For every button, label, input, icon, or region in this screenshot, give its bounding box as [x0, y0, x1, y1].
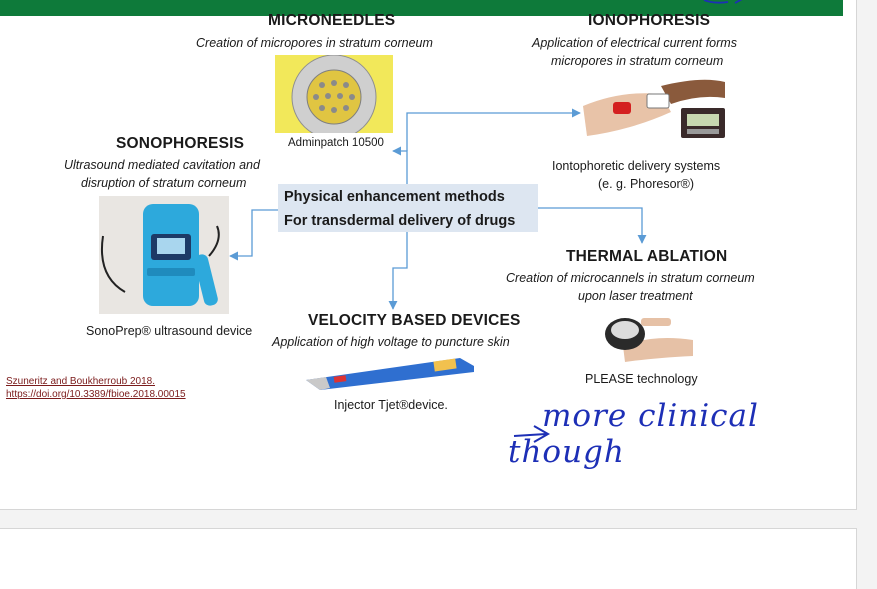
iontophoresis-caption-2: (e. g. Phoresor®)	[598, 177, 695, 191]
arrow-to-velocity	[388, 232, 408, 310]
connector-arrows	[229, 0, 743, 310]
handwritten-arrow	[513, 425, 551, 443]
arrow-to-iontophoresis	[406, 108, 581, 151]
sonophoresis-caption: SonoPrep® ultrasound device	[86, 324, 253, 338]
thermal-caption: PLEASE technology	[585, 372, 698, 386]
microneedle-patch-image	[275, 55, 393, 133]
reference-doi[interactable]: https://doi.org/10.3389/fbioe.2018.00015	[6, 389, 186, 400]
reference-authors[interactable]: Szuneritz and Boukherroub 2018.	[6, 376, 155, 387]
thermal-desc-1: Creation of microcannels in stratum corn…	[506, 271, 755, 285]
velocity-desc: Application of high voltage to puncture …	[272, 335, 510, 349]
laser-device-image	[603, 306, 695, 366]
sonophoresis-desc-2: disruption of stratum corneum	[81, 176, 247, 190]
microneedles-desc: Creation of micropores in stratum corneu…	[196, 36, 433, 50]
iontophoresis-desc-2: micropores in stratum corneum	[551, 54, 724, 68]
handwritten-note: more clinical though	[508, 398, 856, 470]
handwritten-note-text: more clinical though	[508, 398, 759, 470]
next-slide-preview	[0, 528, 857, 589]
iontophoresis-caption-1: Iontophoretic delivery systems	[552, 159, 721, 173]
iontophoresis-title: IONOPHORESIS	[588, 12, 711, 29]
pen-stroke-top	[703, 0, 743, 4]
thermal-title: THERMAL ABLATION	[566, 248, 728, 265]
thermal-desc-2: upon laser treatment	[578, 289, 693, 303]
central-topic-line-2: For transdermal delivery of drugs	[284, 213, 516, 229]
tjet-injector-image	[304, 350, 478, 392]
reference-link[interactable]: Szuneritz and Boukherroub 2018. https://…	[6, 375, 186, 401]
sonoprep-device-image	[99, 196, 229, 314]
velocity-title: VELOCITY BASED DEVICES	[308, 312, 521, 329]
microneedles-caption: Adminpatch 10500	[288, 137, 384, 149]
sonophoresis-title: SONOPHORESIS	[116, 135, 245, 152]
arrow-to-sonophoresis	[229, 209, 278, 261]
slide: MICRONEEDLES Creation of micropores in s…	[0, 0, 857, 510]
sonophoresis-desc-1: Ultrasound mediated cavitation and	[64, 158, 260, 172]
central-topic-box: Physical enhancement methods For transde…	[278, 184, 538, 232]
arrow-to-thermal	[538, 207, 647, 244]
header-bar	[0, 0, 843, 16]
velocity-caption: Injector Tjet®device.	[334, 398, 448, 412]
microneedles-title: MICRONEEDLES	[268, 12, 396, 29]
arrow-to-microneedles	[392, 146, 408, 184]
iontophoresis-desc-1: Application of electrical current forms	[532, 36, 737, 50]
central-topic-line-1: Physical enhancement methods	[284, 189, 505, 205]
iontophoresis-device-image	[581, 72, 727, 144]
